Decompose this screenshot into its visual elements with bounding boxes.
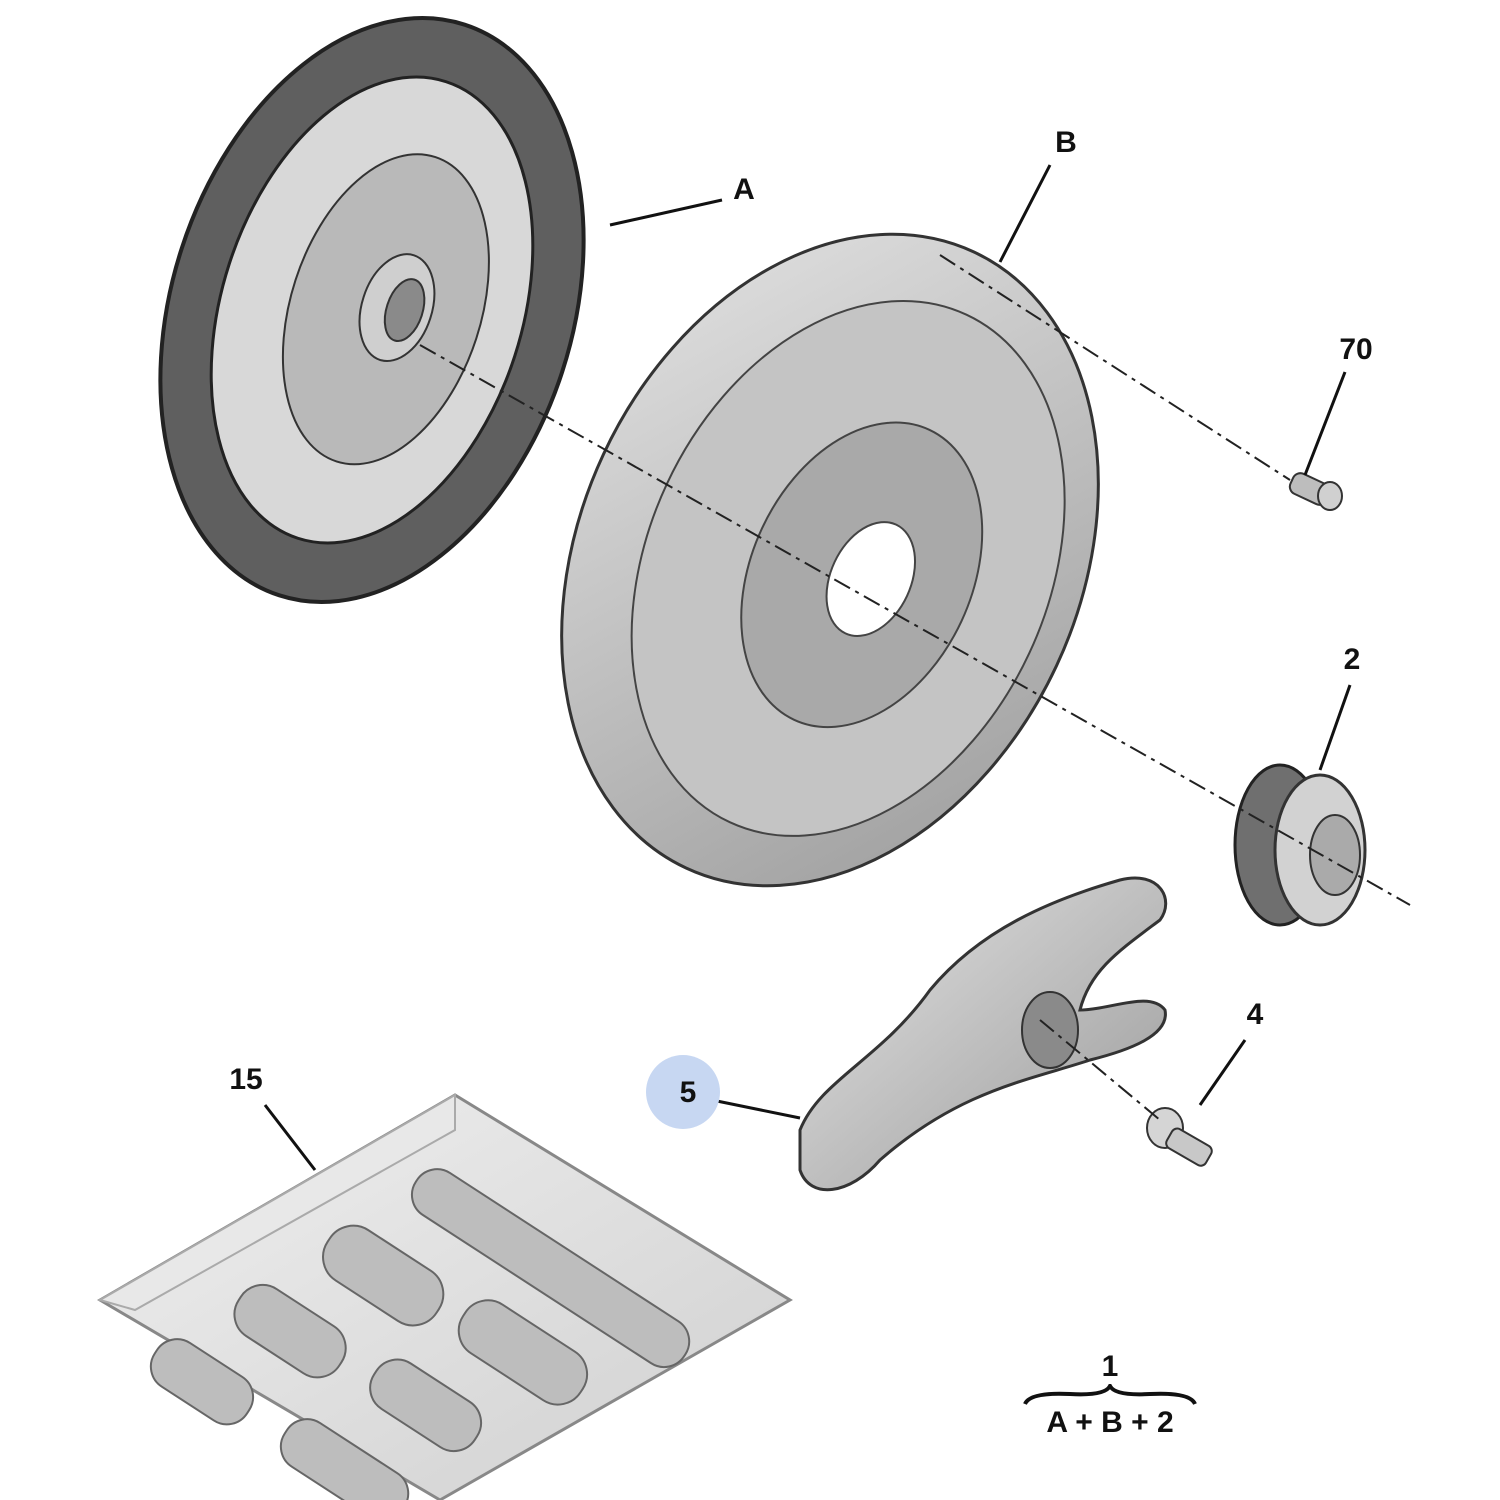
bolt-70	[1288, 472, 1343, 511]
kit-components: A + B + 2	[1046, 1406, 1174, 1439]
pivot-pin	[1146, 1107, 1213, 1167]
bushing-kit-box	[97, 1093, 793, 1500]
release-bearing	[1233, 763, 1367, 927]
leader-lines	[263, 164, 1352, 1171]
callout-4[interactable]: 4	[1246, 998, 1264, 1031]
callout-15[interactable]: 15	[229, 1063, 263, 1096]
callout-A[interactable]: A	[733, 173, 755, 206]
callout-2[interactable]: 2	[1343, 643, 1361, 676]
selected-part-highlight	[646, 1055, 720, 1129]
callout-5[interactable]: 5	[679, 1076, 697, 1109]
assembly-axis-lines	[419, 254, 1411, 1121]
callout-70[interactable]: 70	[1339, 333, 1373, 366]
brace-icon	[1023, 1384, 1197, 1406]
release-fork	[798, 876, 1168, 1192]
callout-B[interactable]: B	[1055, 126, 1077, 159]
kit-number[interactable]: 1	[1101, 1350, 1119, 1383]
clutch-disc	[158, 16, 586, 604]
pressure-plate	[560, 232, 1100, 888]
kit-composition-legend: 1 A + B + 2	[1020, 1350, 1200, 1440]
